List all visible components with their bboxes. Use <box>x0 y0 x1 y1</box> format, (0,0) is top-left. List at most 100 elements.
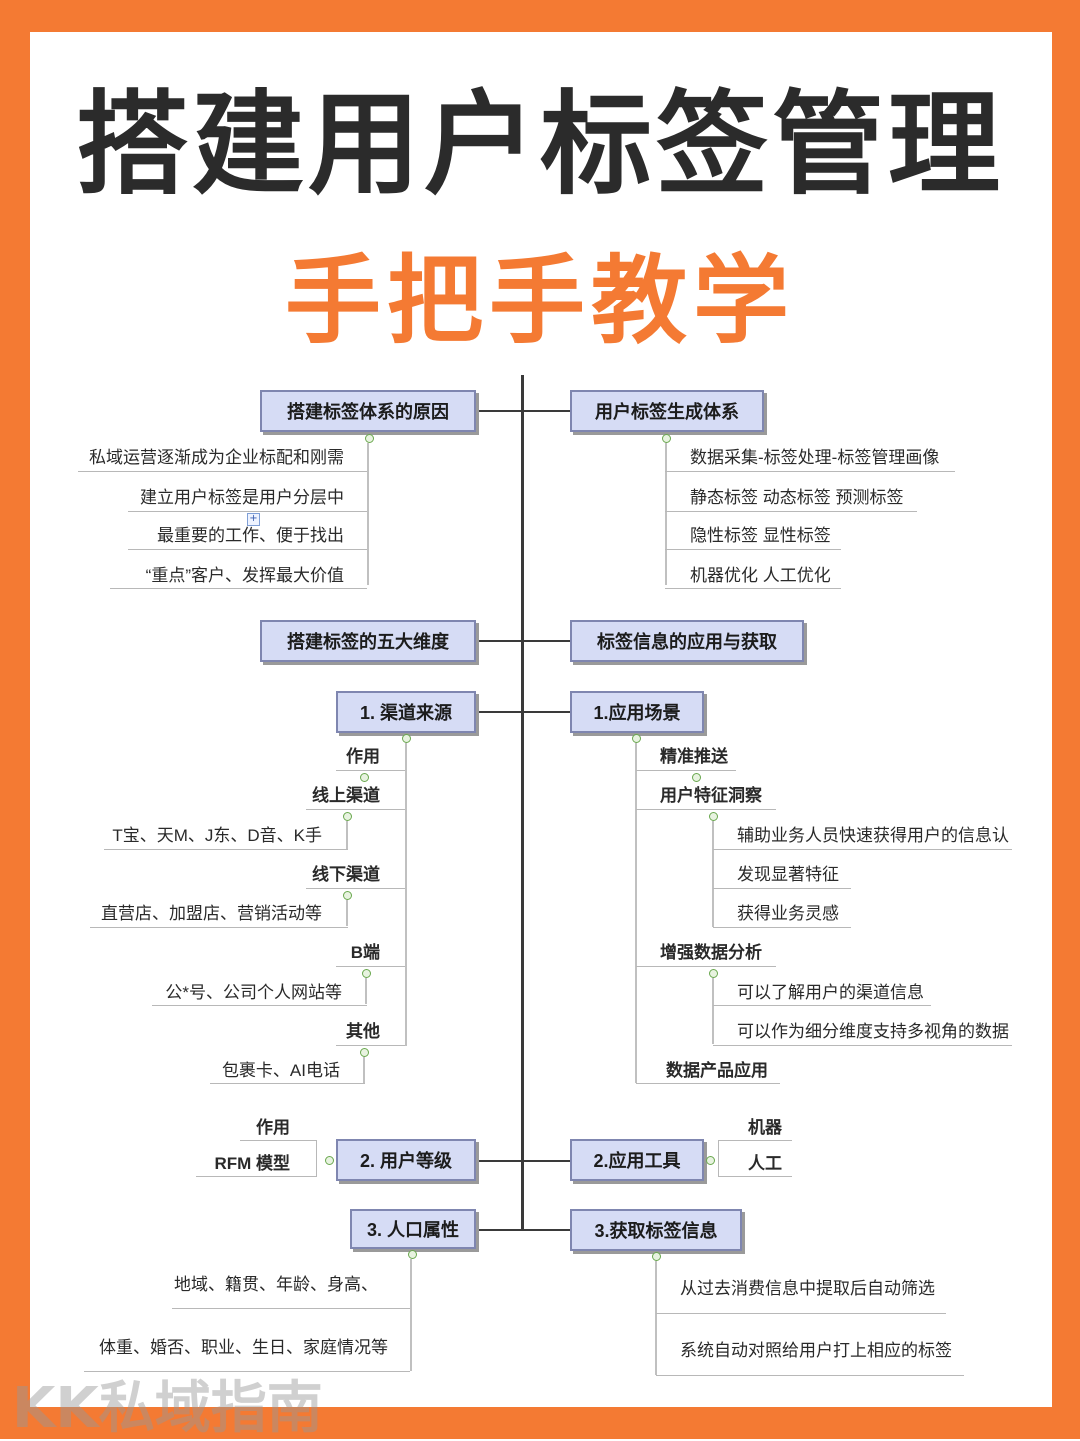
box-tag-application-acquisition: 标签信息的应用与获取 <box>570 620 804 662</box>
collapse-knob-icon <box>408 1250 417 1259</box>
collapse-knob-icon <box>692 773 701 782</box>
underline <box>240 1140 316 1141</box>
channel-b-end-label: B端 <box>350 943 380 962</box>
system-item-2: 静态标签 动态标签 预测标签 <box>690 488 904 507</box>
paper-background <box>30 32 1052 1407</box>
acquire-item-2: 系统自动对照给用户打上相应的标签 <box>680 1341 952 1360</box>
branch-line-system <box>665 443 667 585</box>
collapse-knob-icon <box>662 434 671 443</box>
page-title: 搭建用户标签管理 <box>76 80 1004 210</box>
underline <box>665 511 917 512</box>
collapse-knob-icon <box>706 1156 715 1165</box>
underline <box>636 1083 780 1084</box>
scene-user-insight: 用户特征洞察 <box>660 786 762 805</box>
system-item-3: 隐性标签 显性标签 <box>690 526 831 545</box>
page-subtitle: 手把手教学 <box>285 245 795 357</box>
branch-line-scene <box>635 743 637 1083</box>
branch-line-acquire <box>655 1261 657 1375</box>
branch-line <box>363 1057 365 1083</box>
collapse-knob-icon <box>709 969 718 978</box>
insight-item-1: 辅助业务人员快速获得用户的信息认 <box>737 826 1009 845</box>
branch-line <box>346 900 348 926</box>
branch-line <box>365 978 367 1004</box>
underline <box>665 588 841 589</box>
analysis-item-1: 可以了解用户的渠道信息 <box>737 983 924 1002</box>
branch-line <box>718 1140 719 1177</box>
underline <box>306 809 405 810</box>
underline <box>78 471 367 472</box>
collapse-knob-icon <box>365 434 374 443</box>
underline <box>713 1045 1012 1046</box>
collapse-knob-icon <box>652 1252 661 1261</box>
underline <box>152 1005 367 1006</box>
population-item-1: 地域、籍贯、年龄、身高、 <box>174 1275 378 1294</box>
branch-line-channel <box>405 743 407 1046</box>
tool-machine: 机器 <box>748 1118 782 1137</box>
collapse-knob-icon <box>360 1048 369 1057</box>
box-application-scene: 1.应用场景 <box>570 691 704 733</box>
underline <box>90 927 348 928</box>
collapse-knob-icon <box>360 773 369 782</box>
collapse-knob-icon <box>709 812 718 821</box>
channel-role-label: 作用 <box>346 747 380 766</box>
underline <box>104 849 348 850</box>
scene-precise-push: 精准推送 <box>660 747 728 766</box>
reason-item-3: 最重要的工作、便于找出 <box>157 526 344 545</box>
collapse-knob-icon <box>402 734 411 743</box>
collapse-knob-icon <box>325 1156 334 1165</box>
scene-data-product: 数据产品应用 <box>666 1061 768 1080</box>
expand-plus-icon: + <box>247 513 260 526</box>
underline <box>718 1140 792 1141</box>
underline <box>713 849 1012 850</box>
underline <box>713 1005 931 1006</box>
connector-row-5 <box>476 1229 570 1231</box>
central-trunk-line <box>521 375 524 1230</box>
box-tag-system-reason: 搭建标签体系的原因 <box>260 390 476 432</box>
channel-other-detail: 包裹卡、AI电话 <box>221 1061 340 1080</box>
underline <box>665 549 841 550</box>
channel-offline-label: 线下渠道 <box>312 865 380 884</box>
level-model-label: RFM 模型 <box>214 1154 290 1173</box>
underline <box>110 588 367 589</box>
connector-row-4 <box>476 1160 570 1162</box>
connector-row-1 <box>476 410 570 412</box>
channel-b-end-detail: 公*号、公司个人网站等 <box>165 983 342 1002</box>
underline <box>128 511 367 512</box>
watermark-brand: KK私域指南 <box>12 1376 323 1441</box>
connector-row-3 <box>476 711 570 713</box>
collapse-knob-icon <box>343 812 352 821</box>
population-item-2: 体重、婚否、职业、生日、家庭情况等 <box>99 1338 388 1357</box>
underline <box>336 770 405 771</box>
underline <box>306 888 405 889</box>
underline <box>636 966 776 967</box>
collapse-knob-icon <box>343 891 352 900</box>
branch-line <box>712 978 714 1044</box>
underline <box>196 1176 316 1177</box>
branch-line <box>346 821 348 849</box>
underline <box>636 809 776 810</box>
channel-online-label: 线上渠道 <box>312 786 380 805</box>
underline <box>210 1083 365 1084</box>
acquire-item-1: 从过去消费信息中提取后自动筛选 <box>680 1279 935 1298</box>
reason-item-1: 私域运营逐渐成为企业标配和刚需 <box>89 448 344 467</box>
box-population-attributes: 3. 人口属性 <box>350 1209 476 1249</box>
box-channel-source: 1. 渠道来源 <box>336 691 476 733</box>
underline <box>172 1308 410 1309</box>
underline <box>656 1375 964 1376</box>
underline <box>665 471 955 472</box>
branch-line <box>316 1140 317 1177</box>
collapse-knob-icon <box>362 969 371 978</box>
channel-online-detail: T宝、天M、J东、D音、K手 <box>112 826 322 845</box>
channel-other-label: 其他 <box>346 1022 380 1041</box>
branch-line <box>712 821 714 927</box>
scene-enhanced-analysis: 增强数据分析 <box>660 943 762 962</box>
channel-offline-detail: 直营店、加盟店、营销活动等 <box>101 904 322 923</box>
system-item-4: 机器优化 人工优化 <box>690 566 831 585</box>
level-role-label: 作用 <box>256 1118 290 1137</box>
reason-item-2: 建立用户标签是用户分层中 <box>140 488 344 507</box>
reason-item-4: “重点”客户、发挥最大价值 <box>145 566 344 585</box>
underline <box>336 966 405 967</box>
insight-item-3: 获得业务灵感 <box>737 904 839 923</box>
underline <box>128 549 367 550</box>
connector-row-2 <box>476 640 570 642</box>
